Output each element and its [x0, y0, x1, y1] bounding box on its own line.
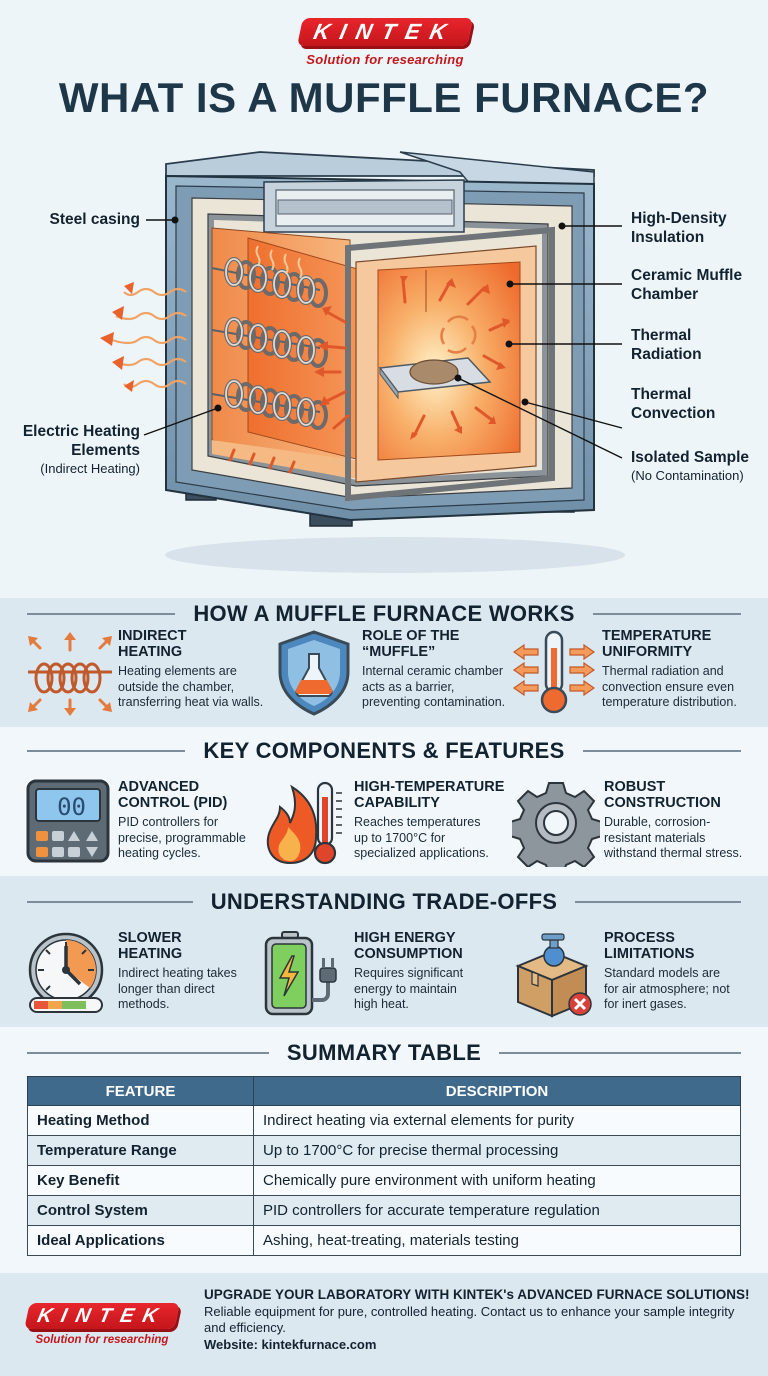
- battery-plug-icon: [264, 931, 337, 1016]
- divider: [27, 750, 186, 752]
- logo-badge: KINTEK: [297, 18, 473, 46]
- svg-text:00: 00: [57, 793, 86, 821]
- section-title: KEY COMPONENTS & FEATURES: [203, 738, 565, 763]
- gauge-timer-icon: [28, 932, 104, 1013]
- section-title: UNDERSTANDING TRADE-OFFS: [210, 889, 558, 914]
- table-row: Control System PID controllers for accur…: [27, 1195, 741, 1226]
- divider: [592, 613, 742, 615]
- description-cell: Ashing, heat-treating, materials testing: [253, 1225, 741, 1256]
- feature-cell: Ideal Applications: [27, 1225, 254, 1256]
- label-muffle-chamber: Ceramic Muffle Chamber: [631, 267, 743, 303]
- label-isolated-sample: Isolated Sample (No Contamination): [631, 449, 750, 483]
- cta-headline: UPGRADE YOUR LABORATORY WITH KINTEK's AD…: [204, 1287, 750, 1302]
- divider: [27, 901, 193, 903]
- summary-table: FEATURE DESCRIPTION Heating Method Indir…: [27, 1076, 741, 1256]
- divider: [582, 750, 742, 752]
- table-row: Key Benefit Chemically pure environment …: [27, 1165, 741, 1196]
- furnace-diagram: Steel casing Electric Heating Elements (…: [0, 140, 768, 598]
- logo-badge: KINTEK: [24, 1303, 180, 1329]
- column-header-description: DESCRIPTION: [253, 1076, 741, 1106]
- footer-cta: KINTEK Solution for researching UPGRADE …: [0, 1273, 768, 1376]
- cta-body: Reliable equipment for pure, controlled …: [204, 1303, 735, 1336]
- description-cell: Indirect heating via external elements f…: [253, 1105, 741, 1136]
- shield-flask-icon: [278, 630, 350, 716]
- feature-cell: Heating Method: [27, 1105, 254, 1136]
- card-role-of-muffle: ROLE OF THE“MUFFLE” Internal ceramic cha…: [270, 628, 520, 728]
- divider: [499, 1052, 741, 1054]
- label-insulation: High-Density Insulation: [631, 210, 727, 246]
- section-heading: KEY COMPONENTS & FEATURES: [0, 735, 768, 767]
- feature-cell: Temperature Range: [27, 1135, 254, 1166]
- section-title: SUMMARY TABLE: [286, 1040, 482, 1065]
- divider: [27, 1052, 269, 1054]
- description-cell: Up to 1700°C for precise thermal process…: [253, 1135, 741, 1166]
- label-steel-casing: Steel casing: [49, 211, 140, 228]
- description-cell: PID controllers for accurate temperature…: [253, 1195, 741, 1226]
- feature-cell: Control System: [27, 1195, 254, 1226]
- kintek-logo-footer[interactable]: KINTEK Solution for researching: [24, 1303, 180, 1346]
- divider: [27, 613, 176, 615]
- section-heading: HOW A MUFFLE FURNACE WORKS: [0, 598, 768, 630]
- section-heading: UNDERSTANDING TRADE-OFFS: [0, 886, 768, 918]
- table-row: Heating Method Indirect heating via exte…: [27, 1105, 741, 1136]
- label-thermal-convection: Thermal Convection: [631, 386, 716, 422]
- feature-cell: Key Benefit: [27, 1165, 254, 1196]
- table-row: Temperature Range Up to 1700°C for preci…: [27, 1135, 741, 1166]
- label-heating-elements: Electric Heating Elements (Indirect Heat…: [22, 423, 140, 476]
- label-thermal-radiation: Thermal Radiation: [631, 327, 702, 363]
- column-header-feature: FEATURE: [27, 1076, 254, 1106]
- furnace-illustration: [100, 151, 625, 573]
- box-gas-cylinder-x-icon: [515, 933, 592, 1018]
- header: KINTEK Solution for researching WHAT IS …: [0, 0, 768, 140]
- section-title: HOW A MUFFLE FURNACE WORKS: [193, 601, 575, 626]
- gear-icon: [512, 782, 600, 867]
- section-heading: SUMMARY TABLE: [0, 1037, 768, 1069]
- divider: [575, 901, 741, 903]
- table-row: Ideal Applications Ashing, heat-treating…: [27, 1225, 741, 1256]
- thermometer-arrows-icon: [512, 630, 596, 714]
- logo-tagline: Solution for researching: [35, 1334, 169, 1346]
- table-header-row: FEATURE DESCRIPTION: [27, 1076, 741, 1106]
- cta-text: UPGRADE YOUR LABORATORY WITH KINTEK's AD…: [204, 1287, 749, 1353]
- kintek-logo[interactable]: KINTEK Solution for researching: [297, 18, 473, 67]
- flame-thermometer-icon: [266, 781, 342, 865]
- pid-controller-icon: 00: [26, 779, 110, 863]
- description-cell: Chemically pure environment with uniform…: [253, 1165, 741, 1196]
- logo-tagline: Solution for researching: [306, 52, 464, 67]
- heating-coil-icon: [28, 632, 112, 716]
- page-title: WHAT IS A MUFFLE FURNACE?: [58, 74, 710, 121]
- website-link[interactable]: Website: kintekfurnace.com: [204, 1336, 377, 1352]
